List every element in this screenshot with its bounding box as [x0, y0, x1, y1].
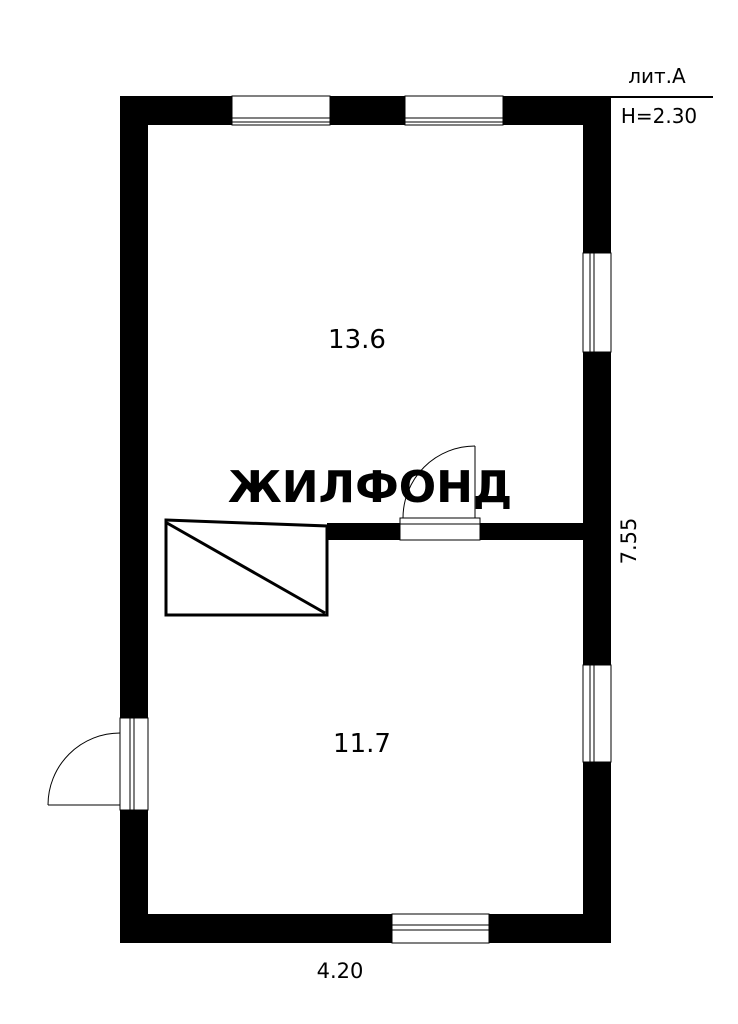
windows	[231, 95, 612, 944]
window-right-upper	[582, 252, 612, 353]
interior-door	[399, 445, 481, 541]
dimension-length: 7.55	[617, 518, 641, 565]
stove	[164, 518, 329, 617]
height-label: H=2.30	[621, 104, 697, 128]
watermark: ЖИЛФОНД	[228, 462, 512, 513]
room-area-upper: 13.6	[328, 325, 386, 355]
entrance-door	[47, 717, 149, 811]
room-area-lower: 11.7	[333, 729, 391, 759]
outer-walls	[120, 96, 611, 943]
window-bottom	[391, 913, 490, 944]
window-top-right	[404, 95, 504, 126]
dimension-width: 4.20	[317, 959, 364, 983]
window-top-left	[231, 95, 331, 126]
window-right-lower	[582, 664, 612, 763]
building-label: лит.А	[628, 64, 686, 88]
